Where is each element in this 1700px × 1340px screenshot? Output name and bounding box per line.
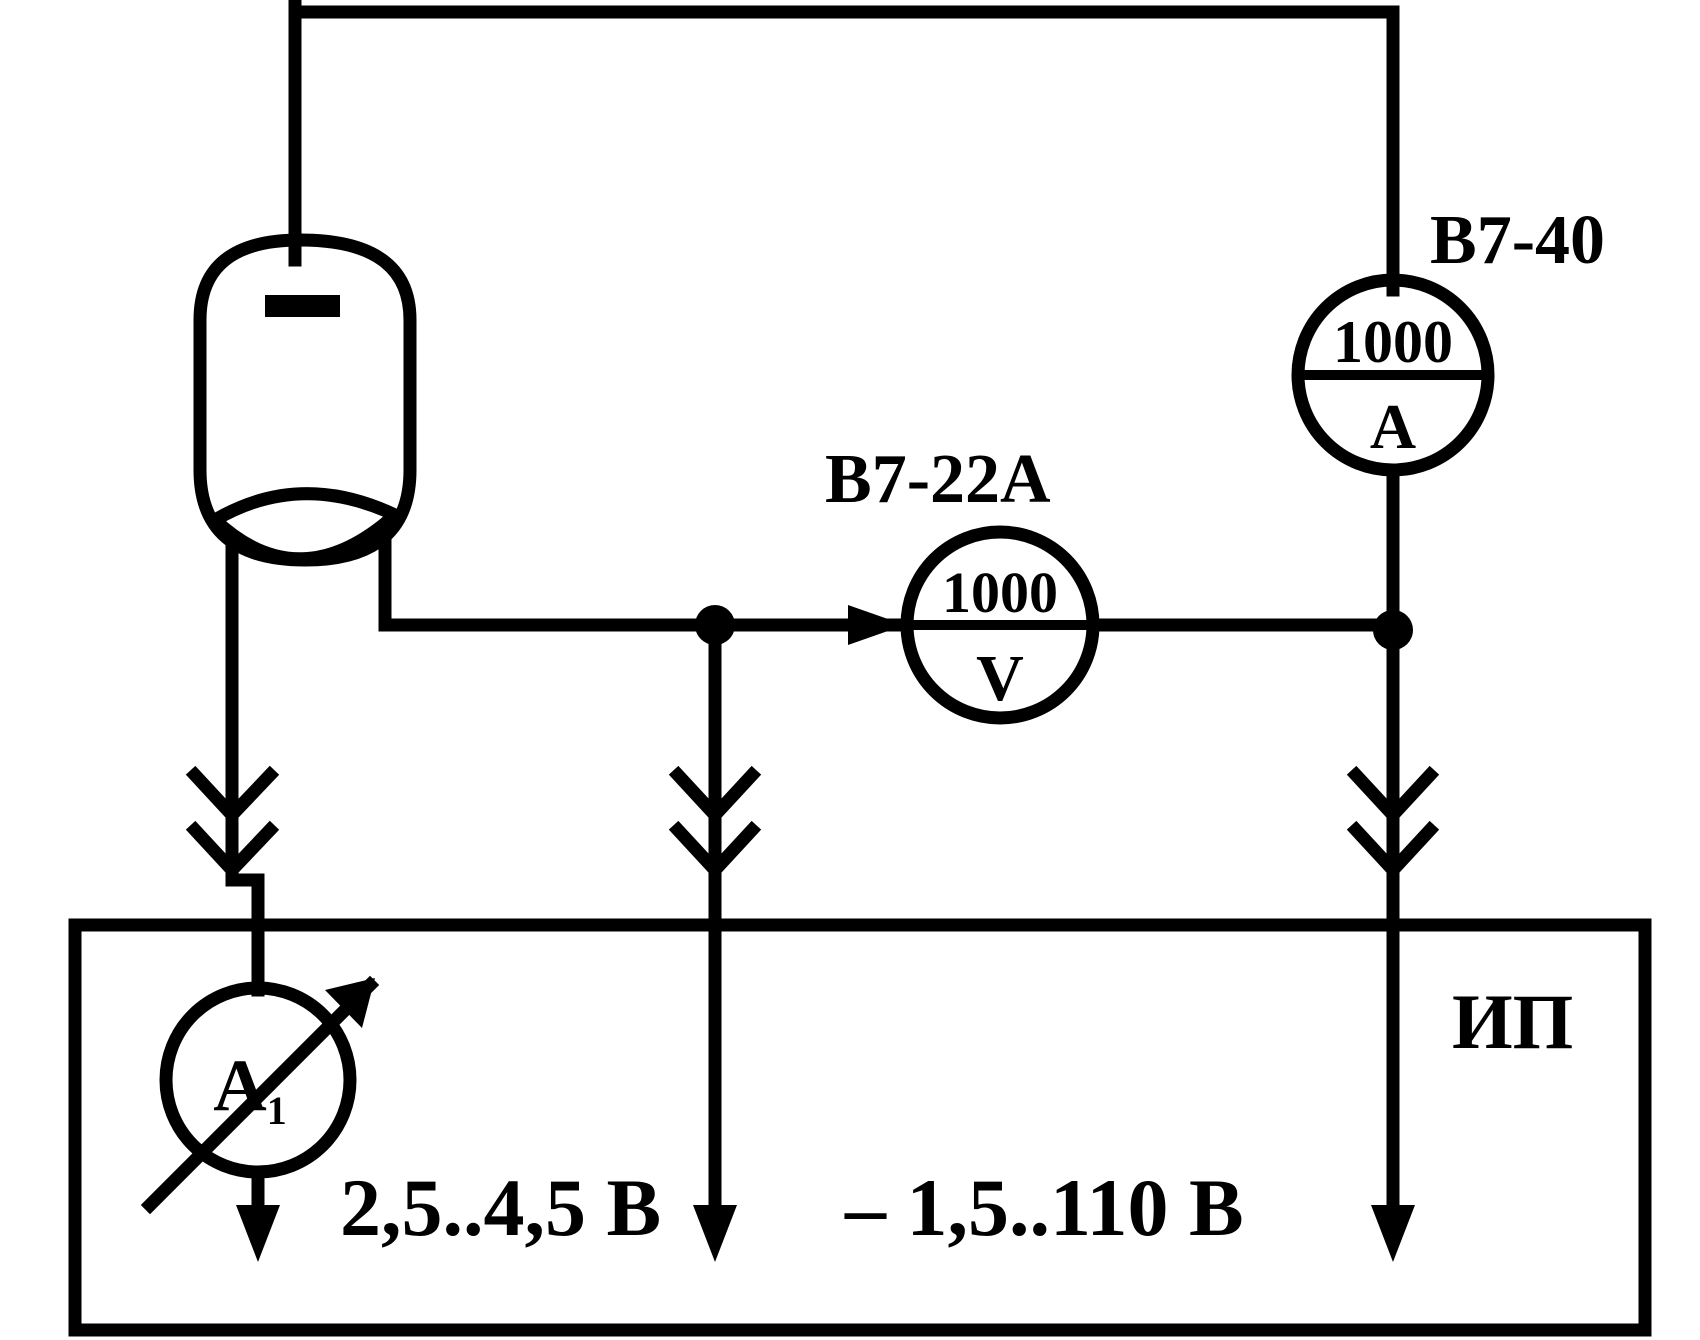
power-supply-box [68,918,1652,1337]
anode-wire [288,0,1400,297]
arrow-down-icon [693,1205,737,1262]
anode-plate-icon [265,295,340,317]
arrow-down-icon [1371,1205,1415,1262]
voltmeter-display: 1000 [942,560,1058,625]
power-supply-label: ИП [1452,978,1573,1065]
vacuum-tube-icon [193,233,417,567]
arrow-right-icon [848,605,905,645]
connector-chevrons-right [1346,765,1440,880]
anode-voltage-range: – 1,5..110 В [844,1162,1244,1253]
connector-chevrons-middle [668,765,762,880]
connector-chevrons-left [185,765,280,880]
heater-voltage-range: 2,5..4,5 В [340,1162,661,1253]
filament-icon [204,487,407,566]
ammeter-supply-icon [140,975,380,1215]
voltmeter-model-label: В7-22А [825,441,1051,518]
ammeter-top-symbol: A [1370,391,1416,462]
ammeter-top-model-label: В7-40 [1430,202,1605,279]
ammeter-top-icon [1291,273,1495,477]
cathode-wire [378,538,722,632]
ammeter-top-display: 1000 [1333,309,1453,375]
voltmeter-symbol: V [976,642,1024,715]
arrow-down-icon [236,1205,280,1262]
filament-wire [225,538,265,997]
voltmeter-icon [900,525,1100,725]
ammeter-supply-symbol: A1 [213,1045,286,1133]
